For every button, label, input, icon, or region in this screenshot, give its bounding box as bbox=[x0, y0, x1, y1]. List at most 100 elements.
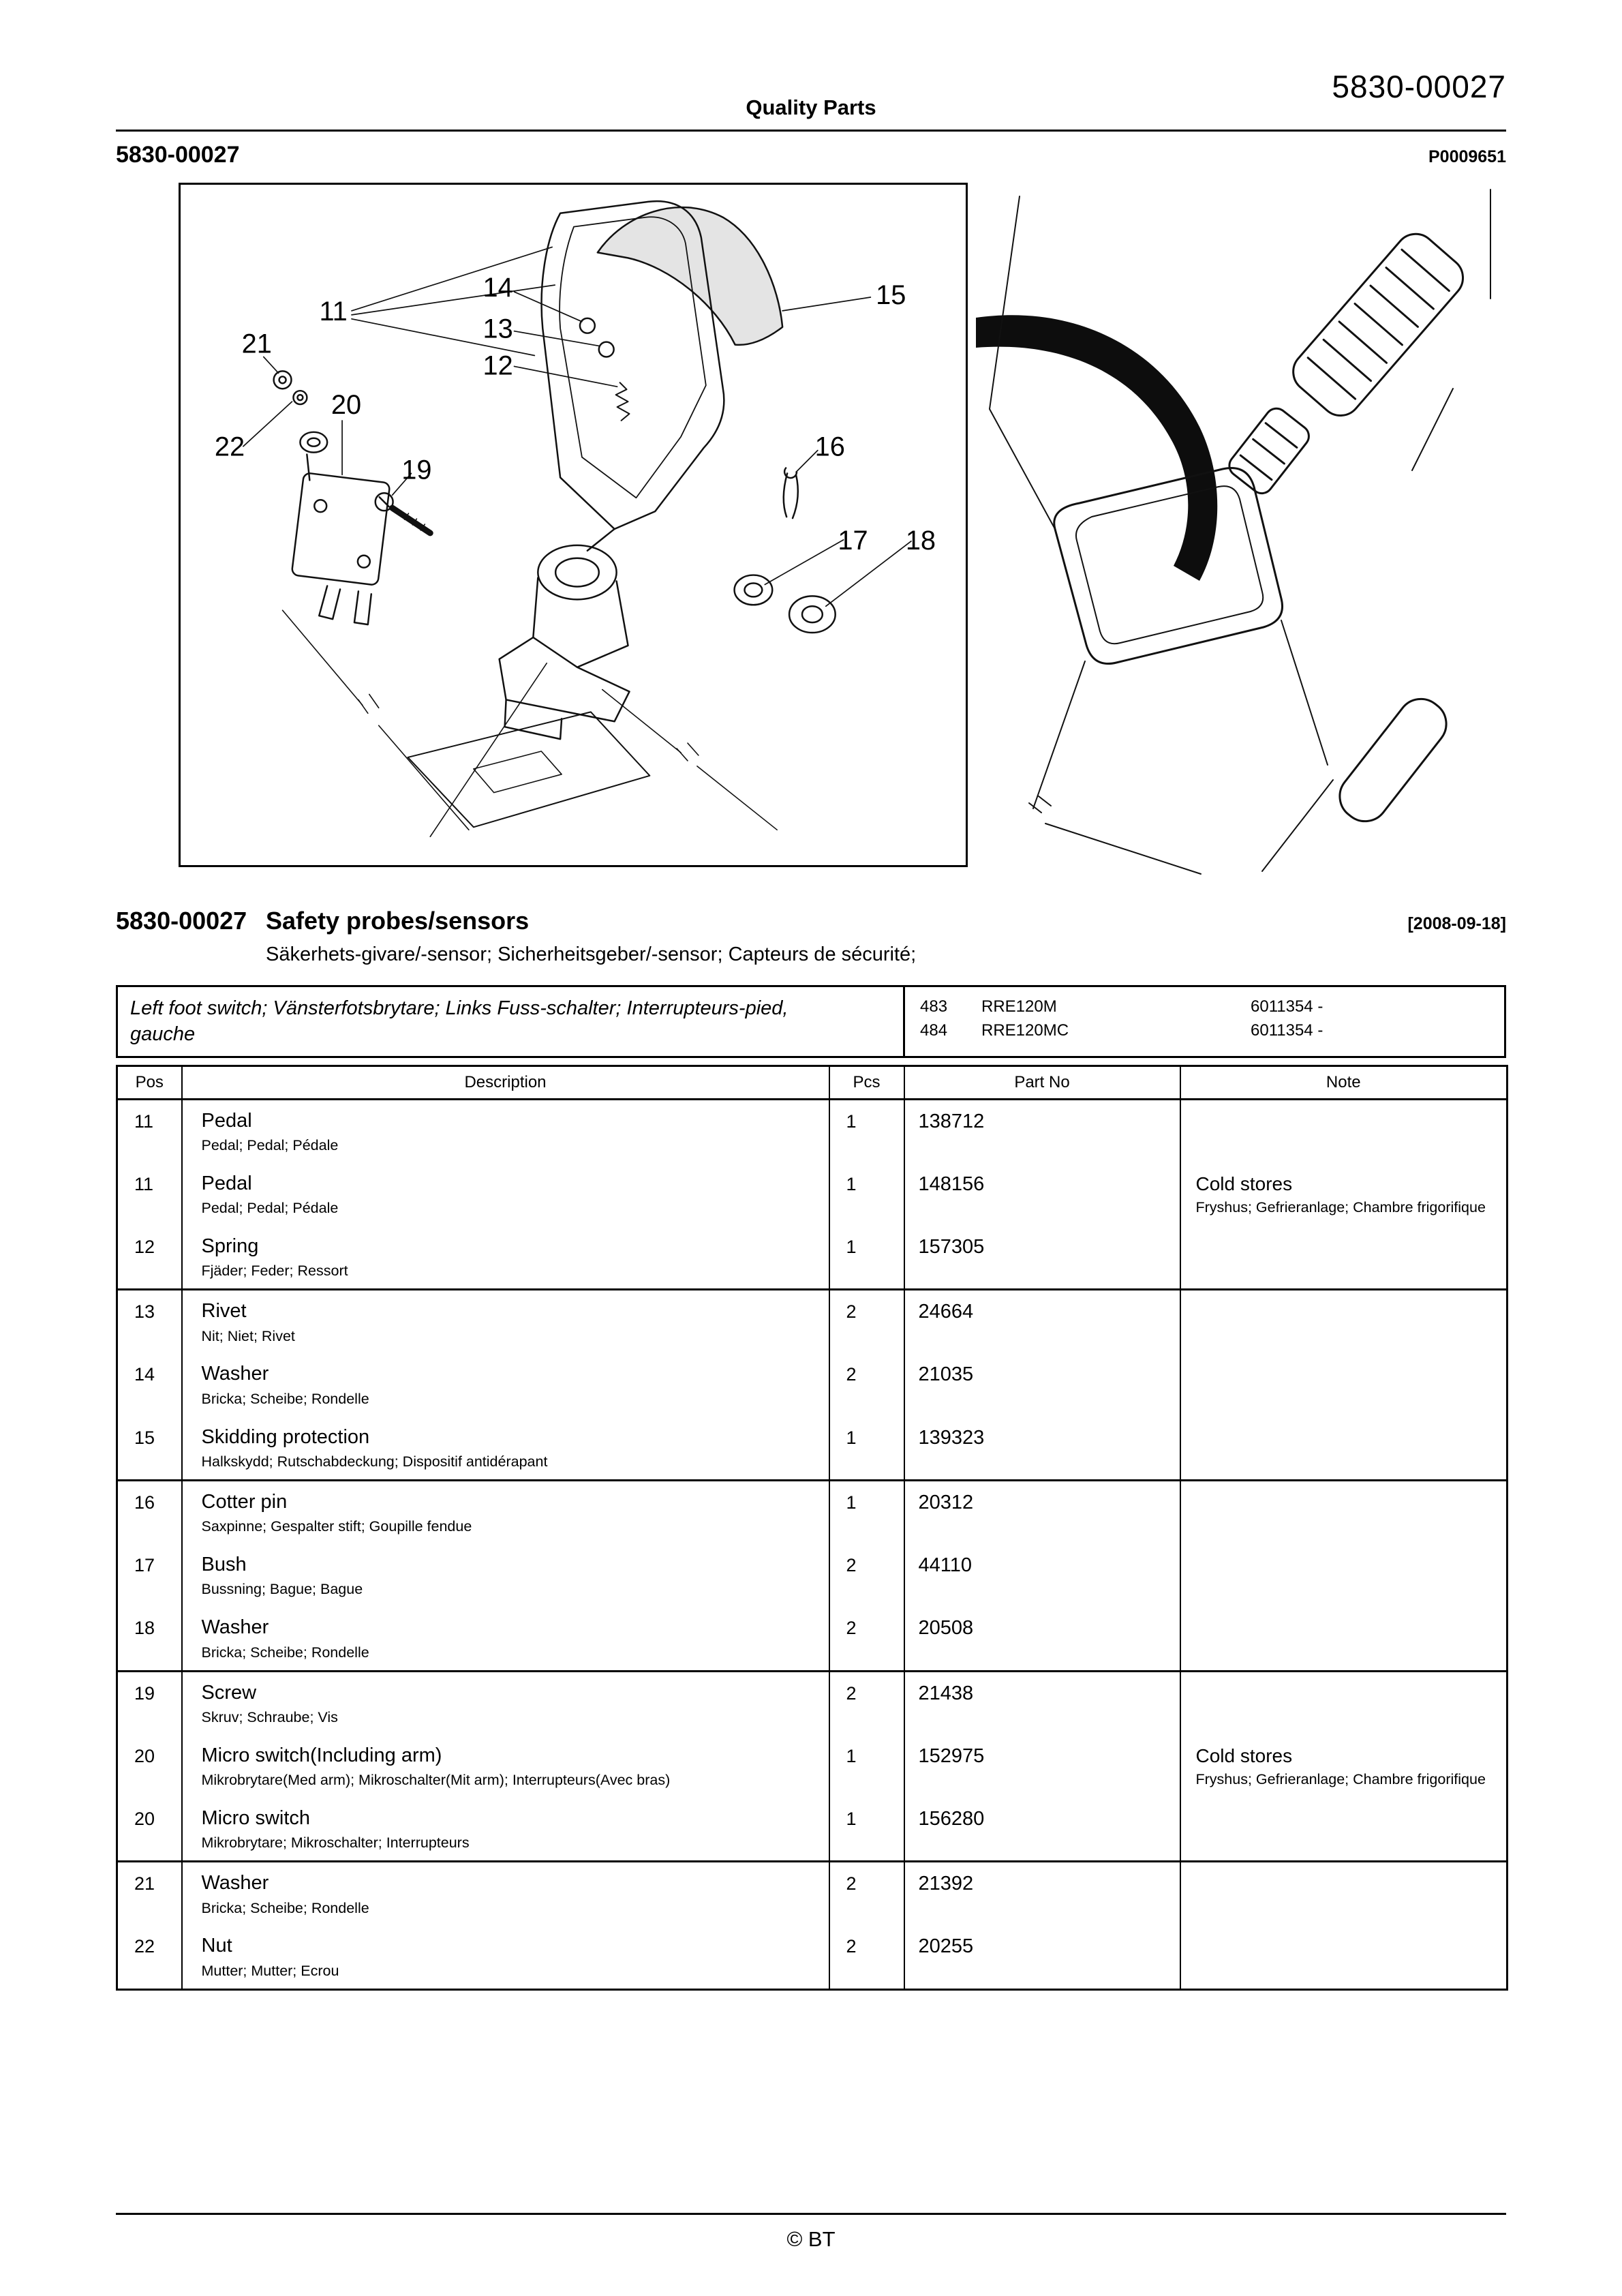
part-name: Screw bbox=[201, 1681, 257, 1704]
table-header-row: Pos Description Pcs Part No Note bbox=[117, 1066, 1508, 1100]
table-row: 20 Micro switch Mikrobrytare; Mikroschal… bbox=[117, 1797, 1508, 1862]
cell-part-no: 21035 bbox=[903, 1353, 1180, 1417]
cell-note bbox=[1179, 1860, 1508, 1926]
table-row: 11 Pedal Pedal; Pedal; Pédale 1 148156 C… bbox=[117, 1162, 1508, 1226]
page-footer: © BT bbox=[116, 2213, 1506, 2252]
foot-switch-pedal-shape bbox=[1053, 467, 1283, 665]
callout-18: 18 bbox=[906, 526, 936, 556]
cell-description: Rivet Nit; Niet; Rivet bbox=[181, 1288, 829, 1354]
variant-box: Left foot switch; Vänsterfotsbrytare; Li… bbox=[116, 985, 1506, 1058]
table-row: 13 Rivet Nit; Niet; Rivet 2 24664 bbox=[117, 1288, 1508, 1354]
cell-pcs: 1 bbox=[828, 1225, 904, 1290]
table-row: 16 Cotter pin Saxpinne; Gespalter stift;… bbox=[117, 1479, 1508, 1545]
cell-description: Bush Bussning; Bague; Bague bbox=[181, 1544, 829, 1607]
cell-part-no: 24664 bbox=[903, 1288, 1180, 1354]
model-row: 483 RRE120M 6011354 - bbox=[920, 995, 1495, 1019]
pedal-arm-shape bbox=[1338, 697, 1448, 823]
callout-19: 19 bbox=[401, 455, 431, 485]
cell-note bbox=[1179, 1544, 1508, 1607]
callout-20: 20 bbox=[331, 390, 361, 420]
model-name: RRE120M bbox=[981, 997, 1057, 1016]
cell-part-no: 20312 bbox=[903, 1479, 1180, 1545]
cell-note bbox=[1179, 1925, 1508, 1990]
cell-pos: 20 bbox=[134, 1808, 155, 1829]
col-header-description: Description bbox=[181, 1066, 829, 1100]
cell-pcs: 1 bbox=[828, 1098, 904, 1163]
cell-pos: 19 bbox=[117, 1670, 182, 1735]
cell-pcs: 2 bbox=[828, 1670, 904, 1735]
header-rule bbox=[116, 130, 1506, 132]
part-name: Cotter pin bbox=[201, 1490, 288, 1513]
cell-part-no: 157305 bbox=[903, 1225, 1180, 1290]
callout-labels: 11 14 13 12 15 16 17 18 19 20 21 22 bbox=[215, 273, 936, 556]
truck-floor-figure bbox=[976, 184, 1508, 893]
part-translations: Mikrobrytare(Med arm); Mikroschalter(Mit… bbox=[201, 1772, 671, 1789]
section-code: 5830-00027 bbox=[116, 907, 247, 935]
footer-copyright: © BT bbox=[786, 2227, 836, 2251]
cell-description: Washer Bricka; Scheibe; Rondelle bbox=[181, 1353, 829, 1417]
pedal-shape bbox=[540, 200, 725, 530]
cell-pcs: 1 bbox=[828, 1416, 904, 1481]
part-translations: Mikrobrytare; Mikroschalter; Interrupteu… bbox=[201, 1834, 470, 1852]
cell-note bbox=[1179, 1288, 1508, 1354]
note-translations: Fryshus; Gefrieranlage; Chambre frigorif… bbox=[1195, 1770, 1486, 1787]
cell-description: Washer Bricka; Scheibe; Rondelle bbox=[181, 1607, 829, 1671]
col-header-note: Note bbox=[1179, 1066, 1508, 1100]
cell-note bbox=[1179, 1670, 1508, 1735]
cell-part-no: 20255 bbox=[903, 1925, 1180, 1990]
cell-pos: 21 bbox=[117, 1860, 182, 1926]
table-row: 18 Washer Bricka; Scheibe; Rondelle 2 20… bbox=[117, 1607, 1508, 1671]
part-translations: Bussning; Bague; Bague bbox=[201, 1581, 363, 1598]
part-name: Washer bbox=[201, 1363, 269, 1385]
bracket-shape bbox=[498, 528, 630, 740]
cell-pos: 20 bbox=[134, 1745, 155, 1766]
cell-pcs: 1 bbox=[828, 1734, 904, 1798]
image-reference: P0009651 bbox=[1428, 147, 1506, 166]
screw-shape bbox=[374, 492, 433, 537]
cell-pcs: 1 bbox=[828, 1797, 904, 1862]
part-name: Spring bbox=[201, 1235, 259, 1257]
callout-14: 14 bbox=[483, 273, 513, 303]
variant-description-text: Left foot switch; Vänsterfotsbrytare; Li… bbox=[130, 997, 789, 1046]
variant-description: Left foot switch; Vänsterfotsbrytare; Li… bbox=[118, 987, 903, 1056]
model-code: 484 bbox=[920, 1021, 948, 1040]
col-header-part-no: Part No bbox=[903, 1066, 1180, 1100]
part-name: Bush bbox=[201, 1554, 247, 1576]
cell-pcs: 2 bbox=[828, 1288, 904, 1354]
table-row: 20 Micro switch(Including arm) Mikrobryt… bbox=[117, 1734, 1508, 1798]
table-row: 14 Washer Bricka; Scheibe; Rondelle 2 21… bbox=[117, 1353, 1508, 1417]
cell-note bbox=[1179, 1416, 1508, 1481]
parts-table: Pos Description Pcs Part No Note 11 Peda… bbox=[116, 1064, 1508, 1991]
cell-pcs: 2 bbox=[828, 1353, 904, 1417]
callout-16: 16 bbox=[815, 432, 845, 462]
model-row: 484 RRE120MC 6011354 - bbox=[920, 1019, 1495, 1043]
part-translations: Bricka; Scheibe; Rondelle bbox=[201, 1644, 369, 1661]
cell-description: Skidding protection Halkskydd; Rutschabd… bbox=[181, 1416, 829, 1481]
model-serial: 6011354 - bbox=[1251, 1021, 1323, 1040]
table-row: 15 Skidding protection Halkskydd; Rutsch… bbox=[117, 1416, 1508, 1481]
part-translations: Pedal; Pedal; Pédale bbox=[201, 1200, 339, 1217]
col-header-pcs: Pcs bbox=[828, 1066, 904, 1100]
cell-part-no: 44110 bbox=[903, 1544, 1180, 1607]
cell-description: Micro switch Mikrobrytare; Mikroschalter… bbox=[181, 1797, 829, 1862]
cell-pos: 15 bbox=[134, 1427, 155, 1448]
part-translations: Fjäder; Feder; Ressort bbox=[201, 1263, 348, 1280]
floor-structure-lines bbox=[989, 189, 1491, 875]
cell-note: Cold stores Fryshus; Gefrieranlage; Cham… bbox=[1179, 1162, 1508, 1226]
table-row: 11 Pedal Pedal; Pedal; Pédale 1 138712 bbox=[117, 1098, 1508, 1163]
cell-note bbox=[1179, 1098, 1508, 1163]
cell-description: Pedal Pedal; Pedal; Pédale bbox=[181, 1162, 829, 1226]
cell-part-no: 20508 bbox=[903, 1607, 1180, 1671]
part-translations: Halkskydd; Rutschabdeckung; Dispositif a… bbox=[201, 1453, 548, 1470]
section-heading: 5830-00027 Safety probes/sensors [2008-0… bbox=[116, 907, 1506, 935]
part-translations: Mutter; Mutter; Ecrou bbox=[201, 1962, 339, 1979]
cell-pcs: 1 bbox=[828, 1479, 904, 1545]
part-name: Nut bbox=[201, 1935, 232, 1957]
cell-pos: 18 bbox=[134, 1618, 155, 1639]
cell-pcs: 2 bbox=[828, 1607, 904, 1671]
ribbed-pad-shape bbox=[1228, 407, 1310, 495]
cell-part-no: 21392 bbox=[903, 1860, 1180, 1926]
part-translations: Pedal; Pedal; Pédale bbox=[201, 1136, 339, 1153]
note-translations: Fryshus; Gefrieranlage; Chambre frigorif… bbox=[1195, 1198, 1486, 1215]
